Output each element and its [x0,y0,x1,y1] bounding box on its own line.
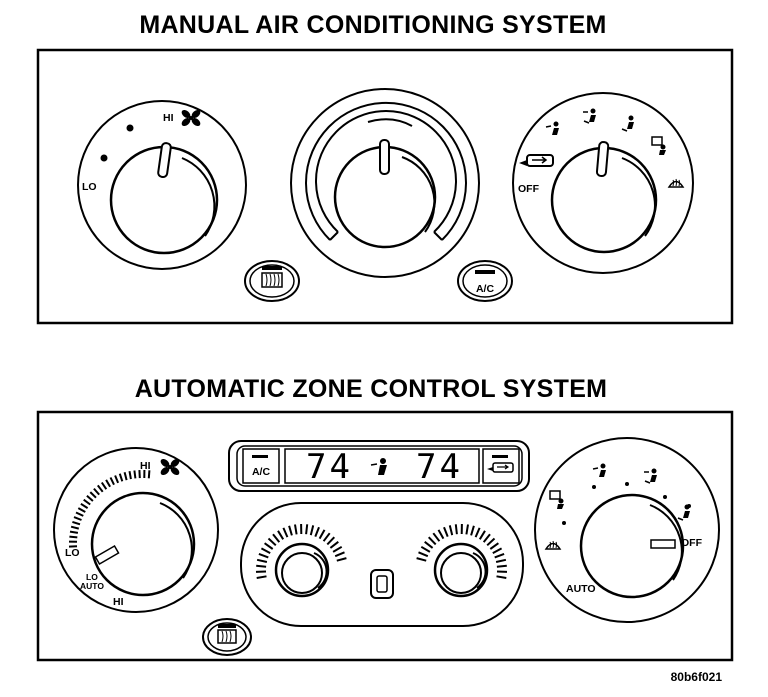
manual-fan-knob-group: LO HI [78,101,246,269]
auto-rear-defrost-indicator [218,624,236,628]
manual-mode-knob-group: OFF [513,93,693,273]
scale-tick [130,471,131,479]
manual-ac-button[interactable]: A/C [458,261,512,301]
scale-tick [134,471,135,479]
manual-fan-hi-label: HI [163,112,174,124]
auto-fan-hi-bottom-label: HI [113,596,124,608]
auto-mode-auto-label: AUTO [566,583,596,595]
auto-fan-knob-group: HI LO LO AUTO HI [54,448,218,612]
automatic-title: AUTOMATIC ZONE CONTROL SYSTEM [135,375,608,403]
rear-defrost-icon [218,630,236,643]
fan-speed-dot-2 [127,125,134,132]
passenger-temp-knob[interactable] [435,544,487,596]
auto-fan-lo-label: LO [65,547,80,559]
manual-fan-lo-label: LO [82,181,97,193]
temp-left-readout: 74 [306,447,353,487]
auto-ac-button[interactable]: A/C [243,449,279,483]
manual-title: MANUAL AIR CONDITIONING SYSTEM [139,11,606,39]
sync-button[interactable] [371,570,393,598]
auto-mode-pointer [651,540,675,548]
auto-fan-knob[interactable] [92,493,194,595]
auto-mode-knob-group: OFF AUTO [535,438,719,622]
auto-recirc-indicator [492,455,508,458]
scale-tick [70,532,78,533]
figure-code: 80b6f021 [671,670,723,684]
auto-recirculation-button[interactable] [483,449,519,483]
temp-right-readout: 74 [416,447,463,487]
manual-ac-label: A/C [476,283,495,295]
scale-tick [69,537,77,538]
scale-tick [256,566,266,567]
climate-display: A/C 74 74 [229,441,529,491]
rear-defrost-icon [262,273,282,287]
manual-temp-knob-group [291,89,479,277]
manual-rear-defrost-button[interactable] [245,261,299,301]
auto-fan-lo-auto-label-2: AUTO [80,581,104,591]
scale-tick [497,566,507,567]
manual-temp-pointer [380,140,389,174]
auto-mode-off-label: OFF [681,537,703,549]
scale-tick [456,524,457,534]
dual-temp-control-group [241,503,523,626]
auto-ac-label: A/C [252,466,271,478]
fan-speed-dot-1 [101,155,108,162]
manual-ac-indicator [475,270,495,274]
manual-mode-off-label: OFF [518,183,540,195]
auto-rear-defrost-button[interactable] [203,619,251,655]
auto-ac-indicator [252,455,268,458]
manual-mode-pointer [597,142,609,177]
scale-tick [306,524,307,534]
rear-defrost-indicator [262,266,282,270]
auto-fan-hi-label: HI [140,460,151,472]
driver-temp-knob[interactable] [276,544,328,596]
